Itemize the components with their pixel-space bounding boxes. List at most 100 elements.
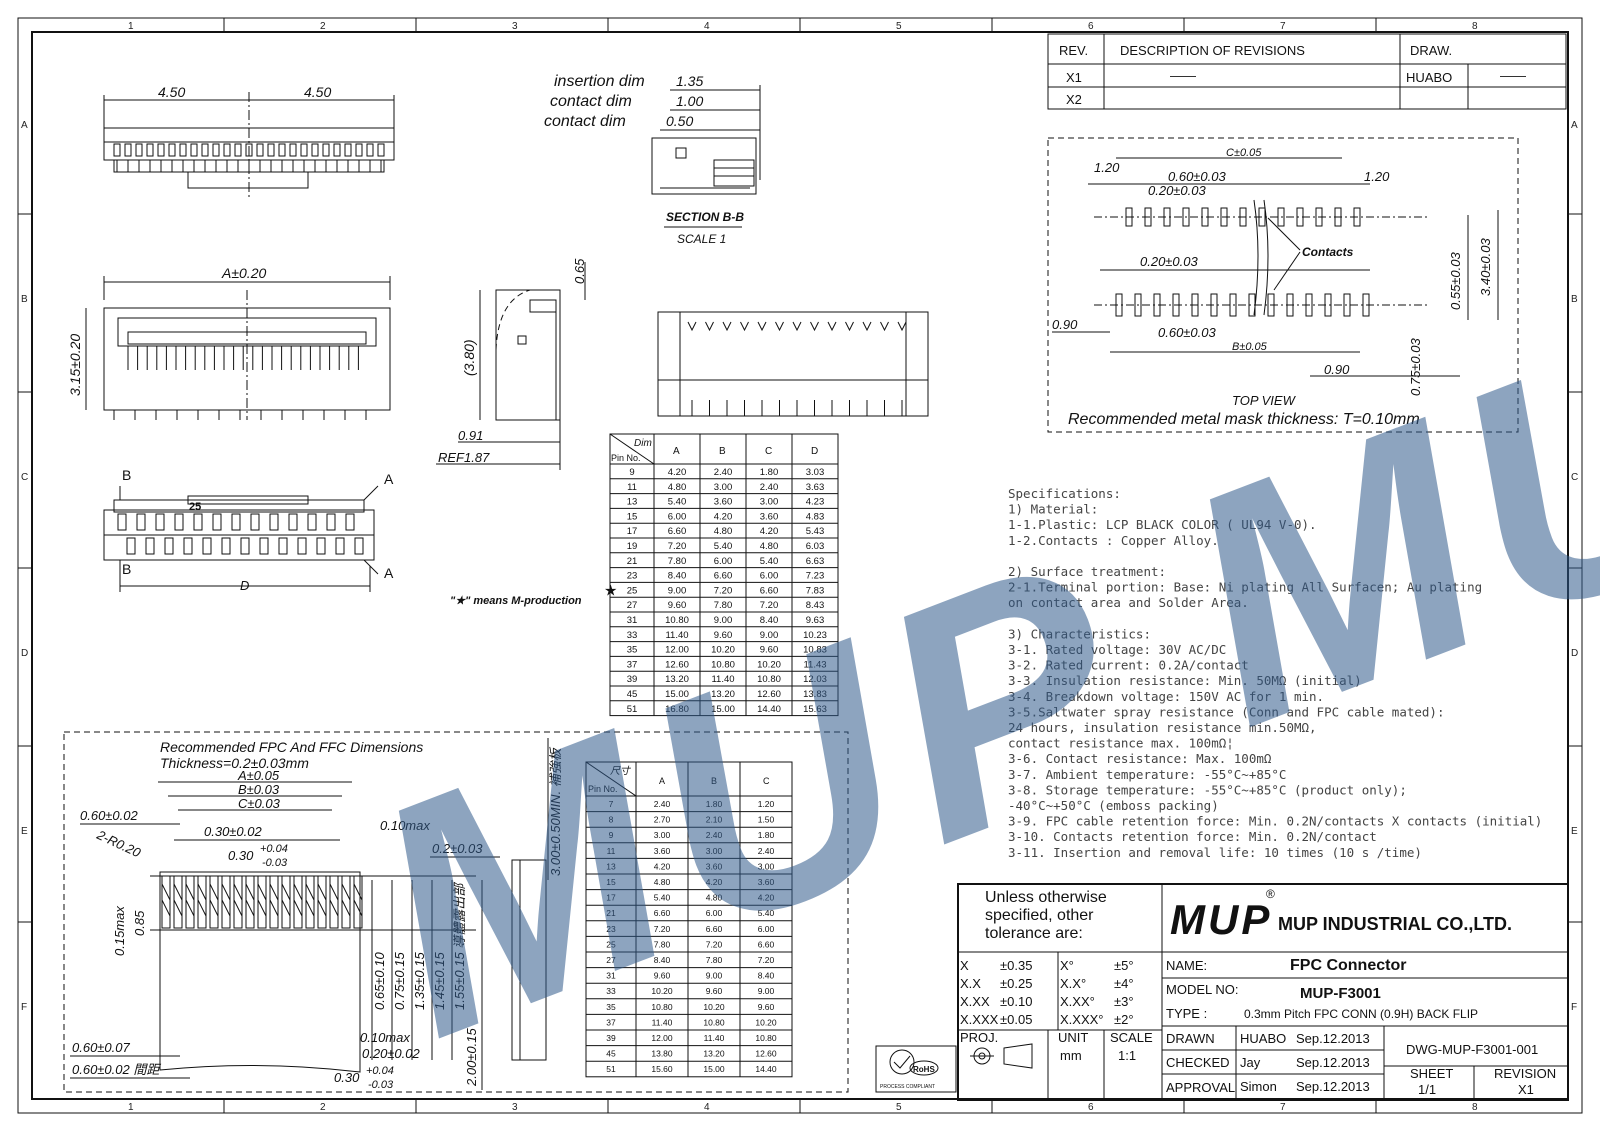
dim-table-cell: 23 (627, 571, 638, 582)
fpc-max015: 0.15max (112, 906, 127, 956)
rev-x2: X2 (1066, 92, 1082, 107)
dim-table-cell: 9.63 (806, 615, 825, 626)
dim-table-cell: 3.60 (760, 511, 779, 522)
fpc-table-cell: 23 (606, 924, 616, 934)
dim-table-cell: 16.80 (665, 704, 689, 715)
side-dim-091: 0.91 (458, 428, 483, 443)
fpc-c: C±0.03 (238, 796, 281, 811)
fpc-table-cell: 3.00 (758, 861, 775, 871)
tv-note: Recommended metal mask thickness: T=0.10… (1068, 411, 1420, 428)
fpc-v065: 0.65±0.10 (372, 951, 387, 1010)
dim-table-cell: 33 (627, 630, 638, 641)
fpc-table-cell: 9.60 (758, 1002, 775, 1012)
scale-label: SCALE (1110, 1030, 1153, 1045)
fpc-table-col-header: A (659, 776, 665, 786)
tv-b: B±0.05 (1232, 341, 1268, 353)
fpc-b-dn: -0.03 (368, 1079, 394, 1091)
dim-table-cell: 6.03 (806, 541, 825, 552)
dim-table-cell: 2.40 (760, 482, 779, 493)
rohs-sub: PROCESS COMPLIANT (880, 1084, 935, 1090)
dim-table-cell: 3.60 (714, 497, 733, 508)
dim-table-cell: 3.03 (806, 467, 825, 478)
fpc-table-cell: 2.40 (654, 799, 671, 809)
fpc-v075: 0.75±0.15 (392, 951, 407, 1010)
dim-table-cell: 12.60 (757, 689, 781, 700)
drawn-by: HUABO (1240, 1031, 1286, 1046)
name-label: NAME: (1166, 958, 1207, 973)
side-top-dim: 0.65 (572, 258, 587, 284)
dim-table-cell: 12.03 (803, 674, 827, 685)
grid-col-bottom: 2 (320, 1102, 326, 1113)
pcb-top-view: C±0.05 1.20 1.20 0.60±0.03 0.20±0.03 Con… (1047, 137, 1519, 433)
dim-table-cell: 31 (627, 615, 638, 626)
insertion-value: 1.35 (676, 73, 703, 89)
fpc-table-cell: 21 (606, 908, 616, 918)
fpc-t02: 0.2±0.03 (432, 841, 483, 856)
section-title: SECTION B-B (666, 210, 744, 224)
fpc-table-cell: 14.40 (755, 1064, 777, 1074)
side-height: (3.80) (461, 339, 477, 376)
product-name: FPC Connector (1290, 957, 1406, 974)
dim-table-cell: 7.20 (668, 541, 687, 552)
fpc-table-cell: 6.60 (654, 908, 671, 918)
fpc-table-cell: 3.00 (654, 830, 671, 840)
tol-angle-label: X.XX° (1060, 994, 1095, 1009)
rev-header-rev: REV. (1059, 43, 1088, 58)
section-scale: SCALE 1 (677, 232, 726, 246)
tol-angle-label: X.X° (1060, 976, 1086, 991)
dim-table-cell: 13.20 (711, 689, 735, 700)
tol-linear-label: X (960, 958, 969, 973)
dim-table-cell: 13.20 (665, 674, 689, 685)
fpc-table-cell: 6.00 (758, 924, 775, 934)
grid-col-bottom: 7 (1280, 1102, 1286, 1113)
sheet-label: SHEET (1410, 1066, 1453, 1081)
dim-table-cell: 5.43 (806, 526, 825, 537)
spec-line: 1) Material: (1008, 502, 1098, 517)
fpc-table-cell: 2.40 (758, 846, 775, 856)
tol-linear-value: ±0.35 (1000, 958, 1032, 973)
grid-row-left: E (21, 826, 28, 837)
fpc-b010: 0.10max (360, 1030, 410, 1045)
spec-line: Specifications: (1008, 486, 1121, 501)
fpc-table-cell: 10.20 (703, 1002, 725, 1012)
dim-table-cell: 14.40 (757, 704, 781, 715)
spec-line: 3-4. Breakdown voltage: 150V AC for 1 mi… (1008, 689, 1324, 704)
model-label: MODEL NO: (1166, 982, 1238, 997)
fpc-table-cell: 11.40 (652, 1017, 673, 1027)
tol-linear-label: X.X (960, 976, 981, 991)
fpc-table-cell: 6.00 (706, 908, 723, 918)
tol-angle-value: ±2° (1114, 1012, 1134, 1027)
scale-value: 1:1 (1118, 1048, 1136, 1063)
dim-table-cell: 10.20 (757, 659, 781, 670)
fpc-table-cell: 1.80 (706, 799, 723, 809)
rev-x1-desc: —— (1170, 68, 1196, 83)
dim-table-cell: 2.40 (714, 467, 733, 478)
dim-table-col-header: B (719, 446, 726, 457)
fpc-table-head-dim: 尺寸 (610, 765, 632, 777)
dim-table-cell: 37 (627, 659, 638, 670)
fpc-table-cell: 1.80 (758, 830, 775, 840)
approval-label: APPROVAL (1166, 1080, 1235, 1095)
fpc-table-cell: 4.20 (654, 861, 671, 871)
type-label: TYPE : (1166, 1006, 1207, 1021)
fpc-table-cell: 3.60 (706, 861, 723, 871)
fpc-tol-dn: -0.03 (262, 857, 288, 869)
tv-p020b: 0.20±0.03 (1140, 254, 1199, 269)
pin-25-mark: 25 (189, 501, 201, 513)
tol-angle-label: X° (1060, 958, 1074, 973)
connector-bottom-view: D 25 B B A A (103, 467, 394, 593)
fpc-b020: 0.20±0.02 (362, 1046, 421, 1061)
grid-row-left: C (21, 472, 28, 483)
tv-c: C±0.05 (1226, 147, 1262, 159)
fpc-table-cell: 9 (609, 830, 614, 840)
connector-top-view: 4.50 4.50 (103, 84, 395, 200)
dim-table-cell: 10.83 (803, 645, 827, 656)
dim-front-width: A±0.20 (221, 265, 266, 281)
fpc-table-cell: 7.20 (706, 939, 723, 949)
grid-col-top: 3 (512, 21, 518, 32)
tv-contacts: Contacts (1302, 245, 1354, 259)
fpc-tol-up: +0.04 (260, 843, 288, 855)
drawn-label: DRAWN (1166, 1031, 1215, 1046)
dim-table-cell: 7.23 (806, 571, 825, 582)
fpc-table-cell: 9.00 (706, 971, 723, 981)
